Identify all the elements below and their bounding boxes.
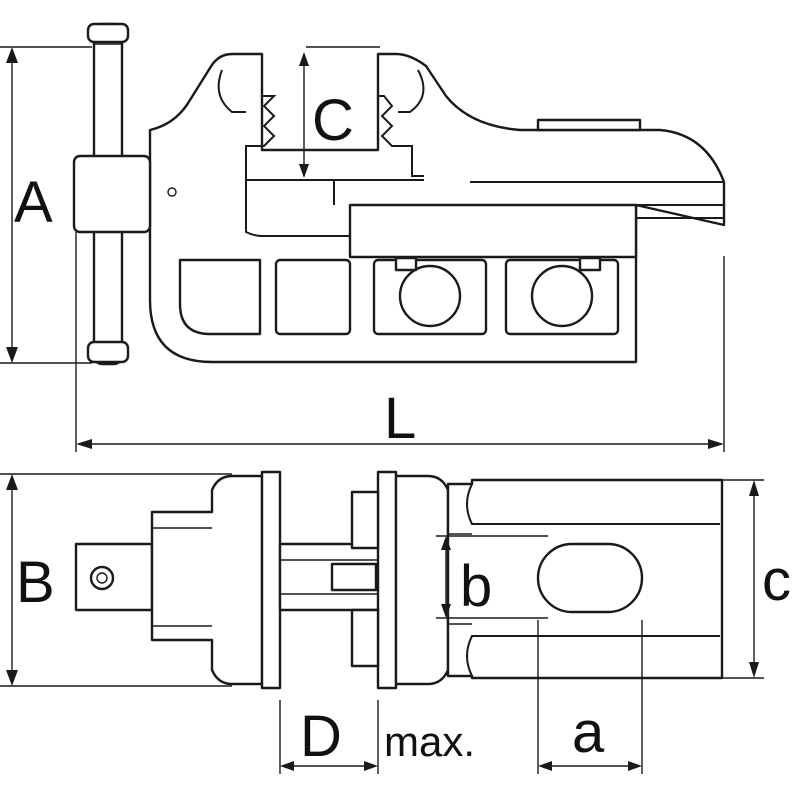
spindle [278, 542, 382, 612]
side-view: C A L [0, 22, 726, 452]
label-max: max. [384, 718, 475, 765]
label-D: D [300, 704, 342, 769]
rear-jaw-plate [260, 470, 282, 690]
label-C: C [312, 88, 354, 153]
label-L: L [384, 386, 416, 451]
front-jaw-block [394, 474, 450, 686]
window-1 [178, 258, 262, 336]
label-b: b [460, 554, 492, 619]
label-B: B [16, 550, 55, 615]
handle-eye [89, 565, 115, 591]
front-jaw-plate [376, 470, 398, 690]
pipe-jaw-left [398, 264, 462, 328]
anvil-slot [536, 542, 644, 614]
rear-jaw-block [150, 474, 264, 686]
window-2 [274, 258, 352, 336]
pipe-jaw-right [530, 264, 594, 328]
handle-hub [72, 154, 152, 234]
top-view: B b c D max. a [0, 470, 791, 774]
label-c: c [762, 548, 791, 613]
jaw-left-profile [245, 54, 352, 237]
label-a: a [572, 700, 605, 765]
label-A: A [14, 170, 53, 235]
slide-rail [348, 203, 638, 259]
pin-hole [167, 187, 177, 197]
jaw-right-profile [377, 54, 424, 177]
